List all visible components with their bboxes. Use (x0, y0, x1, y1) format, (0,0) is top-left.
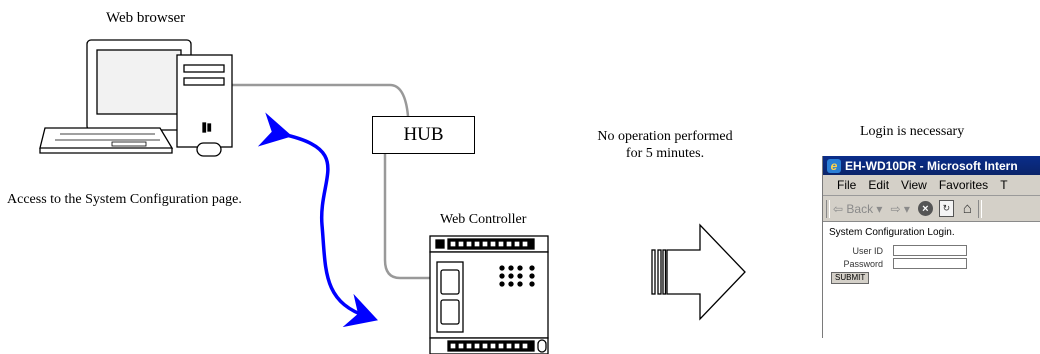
access-arrow (257, 112, 378, 328)
stop-icon[interactable]: × (917, 201, 933, 216)
forward-dropdown-icon: ▾ (903, 201, 910, 216)
forward-icon: ⇨ (890, 201, 901, 216)
no-operation-label: No operation performed for 5 minutes. (595, 128, 735, 162)
pc-icon (39, 39, 233, 157)
toolbar-grip (826, 199, 830, 218)
ie-logo-icon: e (827, 158, 841, 173)
user-id-input[interactable] (893, 245, 967, 256)
browser-window: e EH-WD10DR - Microsoft Intern File Edit… (822, 156, 1040, 338)
password-label: Password (843, 258, 883, 269)
toolbar: ⇦ Back ▾ ⇨ ▾ × ↻ ⌂ (823, 196, 1040, 222)
back-dropdown-icon: ▾ (876, 201, 883, 216)
password-row: Password (829, 258, 1040, 269)
window-title: EH-WD10DR - Microsoft Intern (845, 158, 1018, 173)
login-necessary-label: Login is necessary (860, 124, 965, 139)
submit-button[interactable]: SUBMIT (831, 272, 870, 284)
window-title-bar: e EH-WD10DR - Microsoft Intern (823, 156, 1040, 175)
refresh-icon[interactable]: ↻ (938, 200, 954, 217)
menu-favorites[interactable]: Favorites (938, 178, 989, 192)
menu-edit[interactable]: Edit (868, 178, 890, 192)
cable-pc-to-hub (205, 83, 410, 117)
toolbar-separator (977, 199, 982, 218)
hub-box: HUB (372, 116, 475, 154)
menu-file[interactable]: File (837, 178, 857, 192)
web-browser-label: Web browser (106, 10, 186, 26)
forward-button[interactable]: ⇨ ▾ (890, 202, 909, 216)
cable-hub-to-controller (383, 154, 440, 280)
access-label: Access to the System Configuration page. (7, 192, 242, 207)
menu-view[interactable]: View (901, 178, 927, 192)
back-label: ⇦ Back (833, 201, 874, 216)
user-id-label: User ID (852, 245, 883, 256)
no-operation-line-2: for 5 minutes. (625, 146, 705, 161)
web-controller-label: Web Controller (440, 212, 527, 227)
controller-icon (429, 235, 549, 354)
back-button[interactable]: ⇦ Back ▾ (833, 202, 882, 216)
no-operation-line-1: No operation performed (597, 129, 733, 144)
hub-label: HUB (403, 124, 444, 145)
password-input[interactable] (893, 258, 967, 269)
home-icon[interactable]: ⌂ (962, 200, 972, 217)
login-title: System Configuration Login. (829, 227, 955, 238)
user-id-row: User ID (829, 245, 1040, 256)
login-page: System Configuration Login. User ID Pass… (823, 222, 1040, 284)
menu-bar: File Edit View Favorites T (823, 175, 1040, 196)
menu-tools[interactable]: T (1000, 178, 1008, 192)
hollow-right-arrow-icon (651, 223, 746, 321)
